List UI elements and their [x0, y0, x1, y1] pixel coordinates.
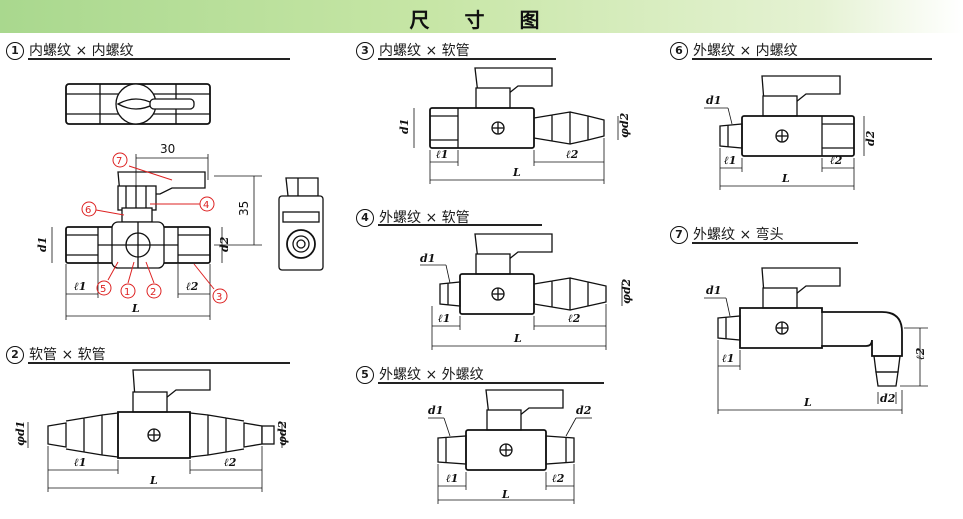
label-phi-d1: φd1 — [14, 421, 27, 446]
label-L: L — [149, 474, 158, 487]
drawing-1-top-view — [65, 83, 211, 125]
section-rule — [378, 382, 604, 384]
label-l1: ℓ1 — [722, 352, 734, 365]
callout-2: 2 — [150, 287, 156, 298]
label-l1: ℓ1 — [436, 148, 448, 161]
label-l1: ℓ1 — [438, 312, 450, 325]
label-L: L — [781, 172, 790, 185]
label-l2: ℓ2 — [566, 148, 579, 161]
section-number: 2 — [6, 346, 24, 364]
drawing-2 — [27, 369, 283, 492]
callout-6: 6 — [85, 205, 91, 216]
callout-7: 7 — [116, 156, 122, 167]
label-l2: ℓ2 — [224, 456, 237, 469]
callout-1: 1 — [124, 287, 130, 298]
label-phi-d2: φd2 — [618, 112, 631, 138]
section-rule — [28, 58, 290, 60]
label-l1: ℓ1 — [724, 154, 736, 167]
label-phi-d2: φd2 — [620, 278, 633, 304]
drawing-3 — [413, 67, 619, 184]
callout-3: 3 — [216, 292, 222, 303]
label-l1: ℓ1 — [74, 280, 86, 293]
label-d2: d2 — [218, 236, 231, 252]
section-rule — [378, 224, 542, 226]
dimension-30: 30 — [160, 142, 175, 156]
section-title-3: 3 内螺纹 × 软管 — [356, 40, 470, 60]
section-label: 外螺纹 × 外螺纹 — [379, 367, 484, 383]
label-l2: ℓ2 — [914, 347, 927, 360]
section-rule — [378, 58, 556, 60]
label-l1: ℓ1 — [74, 456, 86, 469]
label-l2: ℓ2 — [830, 154, 843, 167]
label-d1: d1 — [706, 284, 721, 297]
drawing-1-front-view — [51, 152, 262, 320]
callout-5: 5 — [100, 284, 106, 295]
label-L: L — [131, 302, 140, 315]
drawing-5 — [428, 389, 592, 504]
label-d1: d1 — [36, 237, 49, 252]
dimension-35: 35 — [237, 201, 251, 216]
section-number: 1 — [6, 42, 24, 60]
label-l1: ℓ1 — [446, 472, 458, 485]
label-L: L — [803, 396, 812, 409]
callout-4: 4 — [203, 200, 209, 211]
header-banner: 尺 寸 图 — [0, 0, 963, 33]
drawing-1-side-view — [278, 177, 324, 271]
section-title-4: 4 外螺纹 × 软管 — [356, 207, 470, 227]
section-label: 内螺纹 × 软管 — [379, 43, 470, 59]
label-d1: d1 — [706, 94, 721, 107]
section-number: 7 — [670, 226, 688, 244]
label-d1: d1 — [398, 119, 411, 134]
section-number: 3 — [356, 42, 374, 60]
label-l2: ℓ2 — [552, 472, 565, 485]
label-phi-d2: φd2 — [276, 420, 289, 446]
page-title: 尺 寸 图 — [409, 8, 554, 32]
section-title-7: 7 外螺纹 × 弯头 — [670, 224, 784, 244]
section-title-6: 6 外螺纹 × 内螺纹 — [670, 40, 798, 60]
section-label: 外螺纹 × 内螺纹 — [693, 43, 798, 59]
section-number: 6 — [670, 42, 688, 60]
drawing-6 — [704, 75, 865, 190]
section-label: 外螺纹 × 弯头 — [693, 227, 784, 243]
section-number: 5 — [356, 366, 374, 384]
section-label: 内螺纹 × 内螺纹 — [29, 43, 134, 59]
label-d1: d1 — [420, 252, 435, 265]
label-L: L — [513, 332, 522, 345]
section-rule — [28, 362, 290, 364]
label-d2: d2 — [880, 392, 896, 405]
label-L: L — [501, 488, 510, 501]
section-title-2: 2 软管 × 软管 — [6, 344, 106, 364]
label-L: L — [512, 166, 521, 179]
label-d2: d2 — [864, 130, 877, 146]
drawing-7 — [704, 267, 928, 414]
section-rule — [692, 58, 932, 60]
label-l2: ℓ2 — [568, 312, 581, 325]
label-l2: ℓ2 — [186, 280, 199, 293]
label-d1: d1 — [428, 404, 443, 417]
section-title-5: 5 外螺纹 × 外螺纹 — [356, 364, 484, 384]
section-number: 4 — [356, 209, 374, 227]
section-label: 外螺纹 × 软管 — [379, 210, 470, 226]
section-label: 软管 × 软管 — [29, 347, 106, 363]
section-rule — [692, 242, 858, 244]
drawing-4 — [420, 233, 623, 350]
section-title-1: 1 内螺纹 × 内螺纹 — [6, 40, 134, 60]
label-d2: d2 — [576, 404, 592, 417]
